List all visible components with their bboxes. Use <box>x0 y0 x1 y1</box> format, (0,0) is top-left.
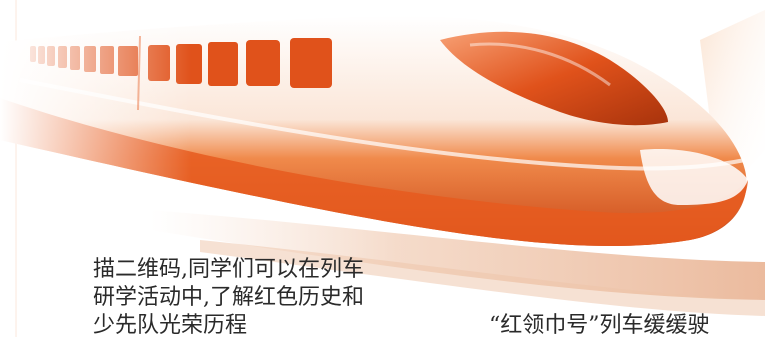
caption-line-3: 少先队光荣历程 <box>93 313 248 337</box>
caption-line-1: 描二维码,同学们可以在列车 <box>93 257 364 282</box>
qr-caption-text: 描二维码,同学们可以在列车 研学活动中,了解红色历史和 少先队光荣历程 <box>93 256 433 337</box>
caption-line-2: 研学活动中,了解红色历史和 <box>93 285 364 310</box>
article-body-text: “红领巾号”列车缓缓驶 <box>489 313 710 337</box>
